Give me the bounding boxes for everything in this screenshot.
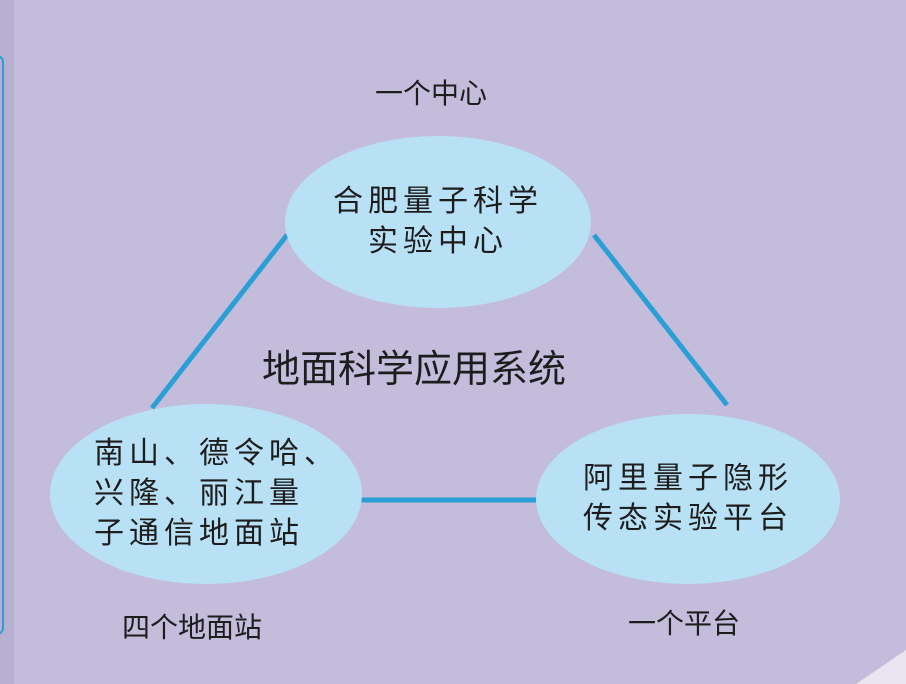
node-text: 阿里量子隐形 传态实验平台 xyxy=(583,459,793,539)
node-text: 南山、德令哈、 兴隆、丽江量 子通信地面站 xyxy=(94,434,339,554)
node-line: 南山、德令哈、 xyxy=(94,436,339,471)
node-line: 兴隆、丽江量 xyxy=(94,476,304,511)
node-ground-stations: 南山、德令哈、 兴隆、丽江量 子通信地面站 xyxy=(50,404,362,584)
node-line: 合肥量子科学 xyxy=(333,184,543,219)
link-center-ground-stations xyxy=(150,233,289,410)
node-text: 合肥量子科学 实验中心 xyxy=(333,182,543,262)
category-label-center: 一个中心 xyxy=(375,77,488,110)
node-line: 实验中心 xyxy=(368,224,508,259)
corner-fold-decoration xyxy=(856,650,906,684)
node-line: 传态实验平台 xyxy=(583,501,793,536)
link-center-platform xyxy=(592,233,729,407)
category-label-platform: 一个平台 xyxy=(628,607,741,640)
node-line: 阿里量子隐形 xyxy=(583,461,793,496)
diagram-title: 地面科学应用系统 xyxy=(262,347,567,391)
node-line: 子通信地面站 xyxy=(94,516,304,551)
node-quantum-science-center: 合肥量子科学 实验中心 xyxy=(285,136,591,308)
category-label-ground-stations: 四个地面站 xyxy=(122,611,263,644)
node-teleportation-platform: 阿里量子隐形 传态实验平台 xyxy=(536,414,840,584)
